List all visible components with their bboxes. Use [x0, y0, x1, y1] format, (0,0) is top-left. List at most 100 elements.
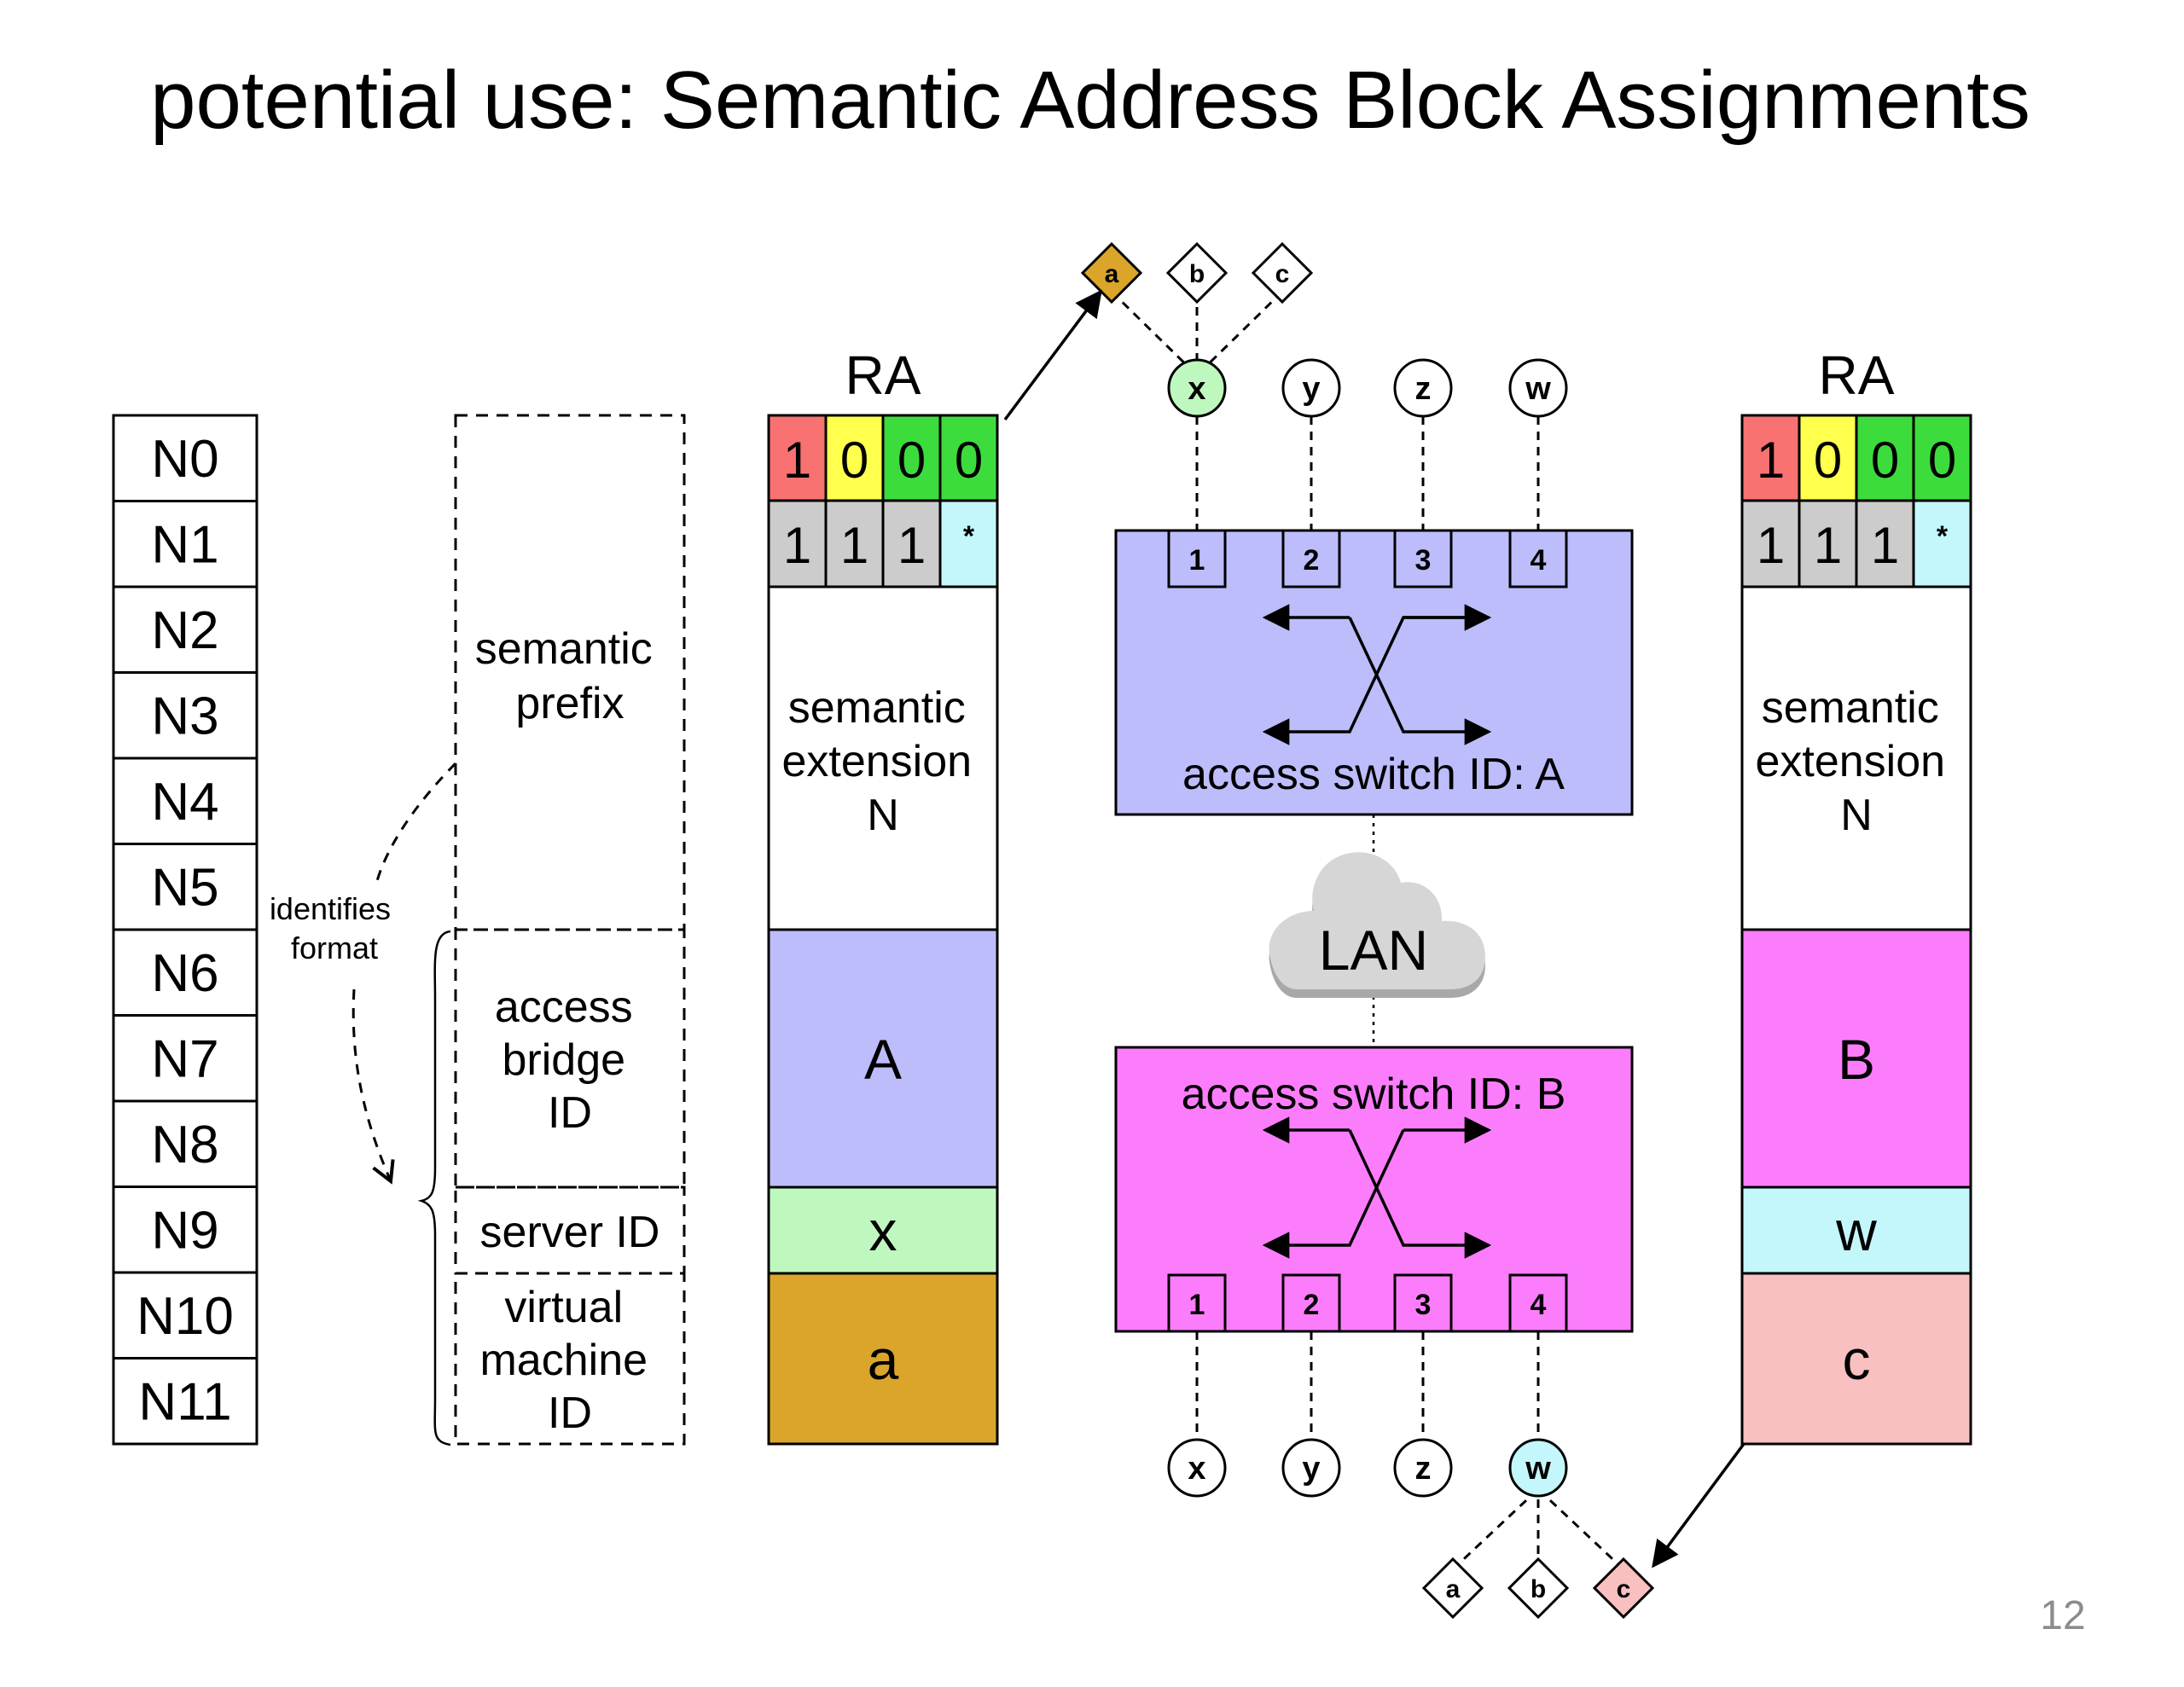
vm-diamond: [1080, 241, 1143, 304]
n-field-label: N0: [151, 430, 218, 489]
prefix-bit-cell-right: [1912, 414, 1972, 502]
n-field-label: N3: [151, 687, 218, 746]
vm-diamond: [1165, 241, 1228, 304]
server-value-left: x: [869, 1199, 897, 1262]
switch-a-port-label: 3: [1415, 544, 1432, 577]
switch-cell-left: [767, 928, 999, 1189]
prefix-bit-left: 0: [897, 432, 926, 489]
vm-diamond: [1592, 1557, 1655, 1620]
vm-diamond-label: c: [1617, 1575, 1631, 1603]
prefix-bit-cell-left: [881, 499, 942, 588]
prefix-bit-cell-right: [1912, 499, 1972, 588]
prefix-bit-left: 1: [783, 432, 811, 489]
prefix-bit-cell-left: [938, 414, 999, 502]
arrow-to-vm-a: [1003, 289, 1102, 421]
switch-b-port: [1393, 1273, 1453, 1333]
server-node-label: x: [1188, 371, 1205, 407]
n-field-label: N5: [151, 859, 218, 918]
extension-cell-right: [1740, 585, 1972, 931]
server-id-box: [454, 1186, 686, 1275]
semantic-prefix-label: semantic prefix: [475, 624, 665, 728]
extension-label-left: semantic extension N: [781, 683, 984, 840]
prefix-bit-cell-left: [824, 499, 885, 588]
prefix-bit-cell-right: [1740, 414, 1801, 502]
link-vm-to-server: [1195, 290, 1284, 377]
switch-value-right: B: [1838, 1028, 1875, 1091]
prefix-bit-left: 0: [840, 432, 868, 489]
switch-b-label: access switch ID: B: [1182, 1070, 1566, 1119]
n-field-label: N4: [151, 773, 218, 832]
server-node: [1508, 1438, 1568, 1498]
server-cell-right: [1740, 1186, 1972, 1275]
n-field-label: N6: [151, 944, 218, 1003]
vm-diamond-label: b: [1189, 260, 1205, 288]
switch-b-port-label: 2: [1304, 1289, 1320, 1321]
switch-a-port: [1508, 529, 1568, 588]
page-number: 12: [2040, 1593, 2085, 1638]
prefix-bit-right: 0: [1814, 432, 1842, 489]
prefix-bit-right: 1: [1871, 517, 1899, 574]
server-node: [1167, 1438, 1227, 1498]
server-id-label: server ID: [480, 1208, 660, 1257]
vm-diamond-label: a: [1105, 260, 1119, 288]
switch-b-port: [1508, 1273, 1568, 1333]
n-field-cell: [112, 414, 258, 502]
prefix-bit-cell-right: [1740, 499, 1801, 588]
vm-diamond-label: b: [1531, 1575, 1546, 1603]
prefix-bit-right: 1: [1757, 432, 1785, 489]
switch-cell-right: [1740, 928, 1972, 1189]
vm-diamond-label: a: [1446, 1575, 1461, 1603]
n-field-label: N2: [151, 601, 218, 660]
prefix-bit-cell-left: [824, 414, 885, 502]
prefix-bit-left: *: [963, 520, 975, 553]
server-value-right: w: [1835, 1199, 1877, 1262]
arrow-to-vm-c: [1652, 1442, 1745, 1568]
n-field-cell: [112, 843, 258, 931]
semantic-prefix-box: [454, 414, 686, 931]
access-bridge-id-label: access bridge ID: [495, 983, 645, 1138]
identifies-format-arrow: [374, 762, 457, 888]
switch-a-port: [1167, 529, 1227, 588]
switch-b-port: [1281, 1273, 1341, 1333]
ra-label-left: RA: [845, 345, 921, 406]
server-node-label: w: [1525, 1451, 1551, 1487]
switch-a-crossing-arrows: [1262, 604, 1492, 745]
access-switch-a: access switch ID: A: [1114, 529, 1634, 816]
server-node: [1393, 1438, 1453, 1498]
switch-b-port-label: 3: [1415, 1289, 1432, 1321]
switch-a-port: [1393, 529, 1453, 588]
server-node: [1508, 358, 1568, 418]
server-node-label: z: [1415, 371, 1432, 407]
server-node-label: y: [1302, 371, 1320, 407]
vm-value-left: a: [868, 1328, 899, 1391]
identifies-format-arrow-lower: [351, 988, 395, 1185]
prefix-bit-right: 0: [1871, 432, 1899, 489]
n-field-label: N10: [136, 1287, 234, 1346]
prefix-bit-cell-left: [938, 499, 999, 588]
format-column: [454, 414, 686, 1446]
format-brace: [417, 930, 451, 1446]
switch-b-port: [1167, 1273, 1227, 1333]
switch-value-left: A: [864, 1028, 902, 1091]
server-cell-left: [767, 1186, 999, 1275]
ra-label-right: RA: [1819, 345, 1895, 406]
prefix-bit-left: 1: [840, 517, 868, 574]
prefix-bit-right: 1: [1814, 517, 1842, 574]
prefix-bit-right: *: [1937, 520, 1949, 553]
server-node: [1167, 358, 1227, 418]
switch-a-port-label: 2: [1304, 544, 1320, 577]
switch-a-port-label: 1: [1189, 544, 1205, 577]
slide-title: potential use: Semantic Address Block As…: [150, 55, 2030, 146]
link-vm-to-server: [1451, 1487, 1540, 1571]
server-node: [1281, 1438, 1341, 1498]
server-node: [1393, 358, 1453, 418]
switch-b-port-label: 1: [1189, 1289, 1205, 1321]
extension-label-right: semantic extension N: [1755, 683, 1957, 840]
n-field-label: N8: [151, 1116, 218, 1174]
n-field-cell: [112, 1271, 258, 1359]
vm-cell-left: [767, 1272, 999, 1446]
access-switch-b: access switch ID: B: [1114, 1046, 1634, 1333]
server-node-label: y: [1302, 1451, 1320, 1487]
